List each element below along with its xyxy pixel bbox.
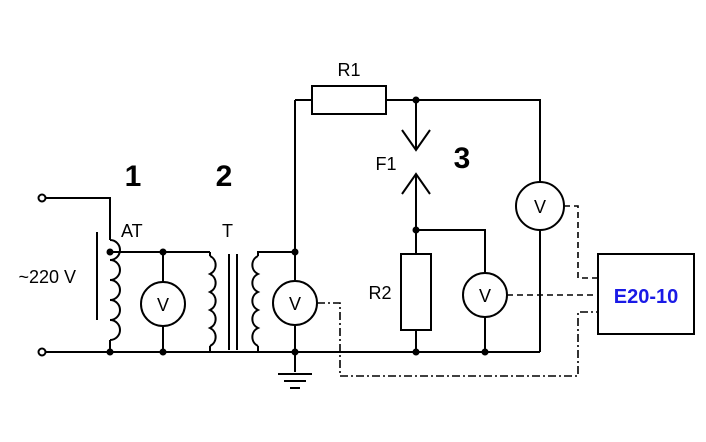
voltmeter-2-label: V [289, 294, 301, 314]
top-branch [295, 85, 541, 352]
autotransformer-coil [109, 239, 121, 341]
voltmeter-1-label: V [157, 295, 169, 315]
section-2-number: 2 [216, 160, 233, 193]
transformer-label: T [222, 221, 233, 241]
ground-symbol [278, 373, 312, 389]
voltmeter-3: V [462, 272, 508, 318]
supply-voltage-label: ~220 V [18, 267, 76, 287]
input-terminal-top [37, 193, 47, 203]
voltmeter-1: V [140, 252, 186, 352]
voltmeter-4: V [515, 181, 565, 231]
r2-label: R2 [368, 283, 391, 303]
voltmeter-2: V [272, 280, 318, 326]
resistor-r1 [311, 85, 387, 115]
secondary-wiring [294, 100, 540, 372]
section-3-number: 3 [454, 142, 471, 175]
junction-dots [106, 96, 489, 356]
voltmeter-4-label: V [534, 197, 546, 217]
section-1-number: 1 [125, 160, 142, 193]
input-terminal-bottom [37, 347, 47, 357]
measurement-lines [317, 205, 598, 377]
e20-10-box [597, 253, 695, 335]
transformer [207, 251, 295, 352]
voltmeter-3-label: V [479, 286, 491, 306]
r2-branch [400, 229, 486, 352]
resistor-r2 [400, 253, 432, 331]
spark-gap-f1 [401, 100, 431, 230]
e20-10-device: E20-10 [597, 253, 695, 335]
r1-label: R1 [337, 60, 360, 80]
autotransformer-label: AT [121, 221, 143, 241]
e20-10-label: E20-10 [614, 286, 679, 308]
f1-label: F1 [375, 154, 396, 174]
voltmeter-1-body [140, 281, 186, 327]
